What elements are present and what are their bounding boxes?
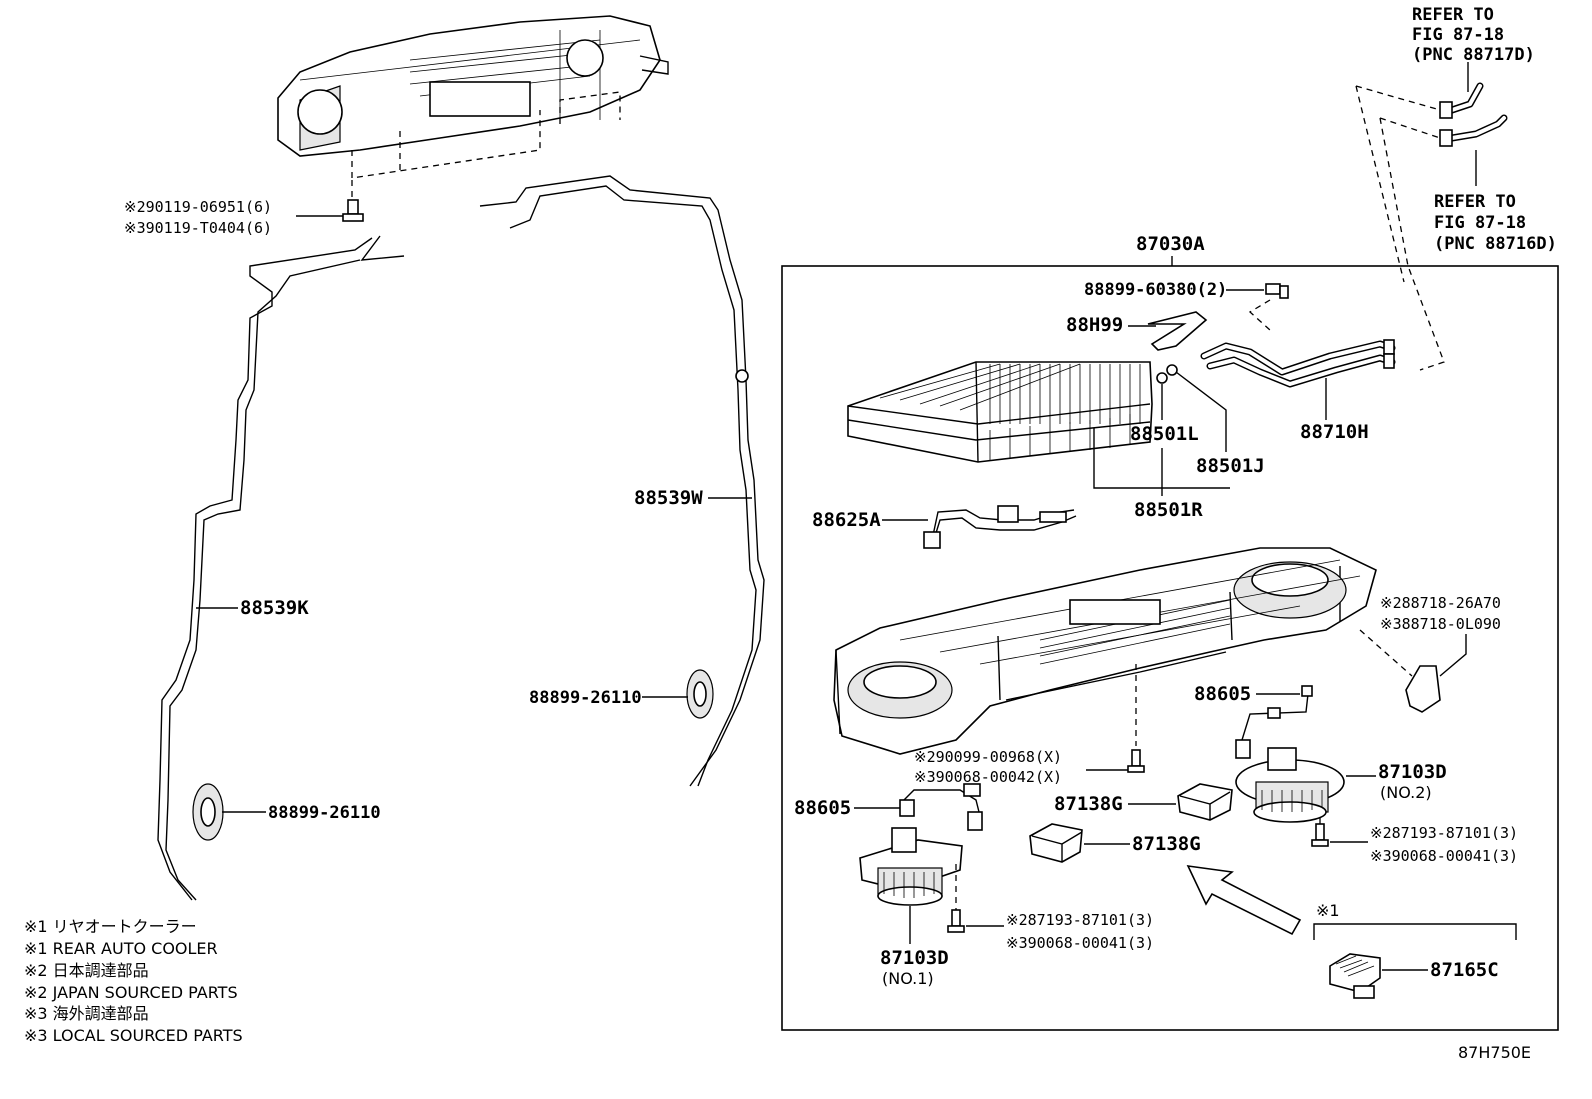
legend-line-6: ※3 LOCAL SOURCED PARTS <box>24 1026 243 1045</box>
refer-pipe-fittings <box>1439 82 1508 147</box>
grommet-upper-icon <box>686 669 714 719</box>
top-unit-illustration <box>277 15 669 157</box>
refer-top-line-1: REFER TO <box>1412 5 1494 25</box>
sensor-88625a-icon <box>923 505 1077 549</box>
refer-top-line-3: (PNC 88717D) <box>1412 45 1535 65</box>
install-arrow-icon <box>1186 865 1302 936</box>
motor-screw-right-icon <box>1311 823 1329 847</box>
assembly-label: 87030A <box>1136 233 1205 255</box>
label-88625a: 88625A <box>812 509 881 531</box>
label-87103d-no1-sub: (NO.1) <box>882 969 934 988</box>
legend-line-2: ※1 REAR AUTO COOLER <box>24 939 218 958</box>
label-87165c: 87165C <box>1430 959 1499 981</box>
label-88501j: 88501J <box>1196 455 1265 477</box>
label-88501l: 88501L <box>1130 423 1199 445</box>
label-87103d-no1: 87103D <box>880 947 949 969</box>
clip-dash <box>1359 629 1413 677</box>
88501r-leader <box>1093 428 1230 496</box>
figure-code: 87H750E <box>1458 1043 1531 1062</box>
label-88539k: 88539K <box>240 597 309 619</box>
label-grommet-lower: 88899-26110 <box>268 803 381 823</box>
drain-hose-left <box>157 235 405 901</box>
label-87138g-upper: 87138G <box>1054 793 1123 815</box>
main-case <box>833 547 1377 755</box>
drain-hose-right <box>479 175 765 787</box>
legend-line-1: ※1 リヤオートクーラー <box>24 917 197 936</box>
refer-top-line-2: FIG 87-18 <box>1412 25 1504 45</box>
refer-pipe-dashes <box>1355 85 1445 371</box>
motor-screw-right-label-a: ※287193-87101(3) <box>1370 824 1518 842</box>
harness-88605-lower-icon <box>899 783 983 831</box>
case-screw-icon <box>1127 749 1145 773</box>
label-87103d-no2-sub: (NO.2) <box>1380 783 1432 802</box>
legend: ※1 リヤオートクーラー ※1 REAR AUTO COOLER ※2 日本調達… <box>24 917 243 1045</box>
screw-label-a: ※290099-00968(X) <box>914 748 1062 766</box>
bolt-label-a: ※290119-06951(6) <box>124 198 272 216</box>
clip-label-a: ※288718-26A70 <box>1380 594 1501 612</box>
resistor-note: ※1 <box>1316 901 1340 920</box>
refer-mid-line-1: REFER TO <box>1434 192 1516 212</box>
oring-88501j-icon <box>1166 364 1178 376</box>
screw-label-b: ※390068-00042(X) <box>914 768 1062 786</box>
legend-line-4: ※2 JAPAN SOURCED PARTS <box>24 983 238 1002</box>
bolt-label-b: ※390119-T0404(6) <box>124 219 272 237</box>
legend-line-3: ※2 日本調達部品 <box>24 961 149 980</box>
block-87138g-upper-icon <box>1177 783 1233 821</box>
harness-88605-upper-icon <box>1235 685 1313 759</box>
motor-screw-left-icon <box>947 909 965 933</box>
oring-88501l-icon <box>1156 372 1168 384</box>
top-unit-dashes <box>351 91 621 200</box>
label-88605-lower: 88605 <box>794 797 851 819</box>
assembly-box <box>781 265 1559 1031</box>
seal-88h99-icon <box>1147 311 1208 351</box>
label-87103d-no2: 87103D <box>1378 761 1447 783</box>
refer-mid-line-3: (PNC 88716D) <box>1434 234 1557 254</box>
clip-88718-icon <box>1405 665 1441 713</box>
block-87138g-lower-icon <box>1029 823 1083 863</box>
top-bolt-icon <box>342 199 364 222</box>
clip-leader <box>1439 634 1467 677</box>
label-88501r: 88501R <box>1134 499 1203 521</box>
grommet-lower-icon <box>192 783 224 841</box>
label-88h99: 88H99 <box>1066 314 1123 336</box>
bolt-88899-60380-icon <box>1265 283 1289 299</box>
pipe-88710h <box>1200 339 1396 388</box>
resistor-bracket <box>1313 923 1517 940</box>
motor-screw-left-label-b: ※390068-00041(3) <box>1006 934 1154 952</box>
label-88899-60380: 88899-60380(2) <box>1084 280 1227 300</box>
label-87138g-lower: 87138G <box>1132 833 1201 855</box>
88501j-leader <box>1175 371 1227 452</box>
clip-label-b: ※388718-0L090 <box>1380 615 1501 633</box>
blower-no2-icon <box>1235 747 1345 823</box>
label-88605-upper: 88605 <box>1194 683 1251 705</box>
motor-screw-right-label-b: ※390068-00041(3) <box>1370 847 1518 865</box>
refer-mid-line-2: FIG 87-18 <box>1434 213 1526 233</box>
evaporator-core <box>847 361 1153 463</box>
label-88539w: 88539W <box>634 487 703 509</box>
bolt-dash <box>1248 299 1271 331</box>
motor-screw-left-label-a: ※287193-87101(3) <box>1006 911 1154 929</box>
blower-no1-icon <box>859 827 963 906</box>
label-grommet-upper: 88899-26110 <box>529 688 642 708</box>
resistor-87165c-icon <box>1329 953 1381 999</box>
legend-line-5: ※3 海外調達部品 <box>24 1004 149 1023</box>
label-88710h: 88710H <box>1300 421 1369 443</box>
